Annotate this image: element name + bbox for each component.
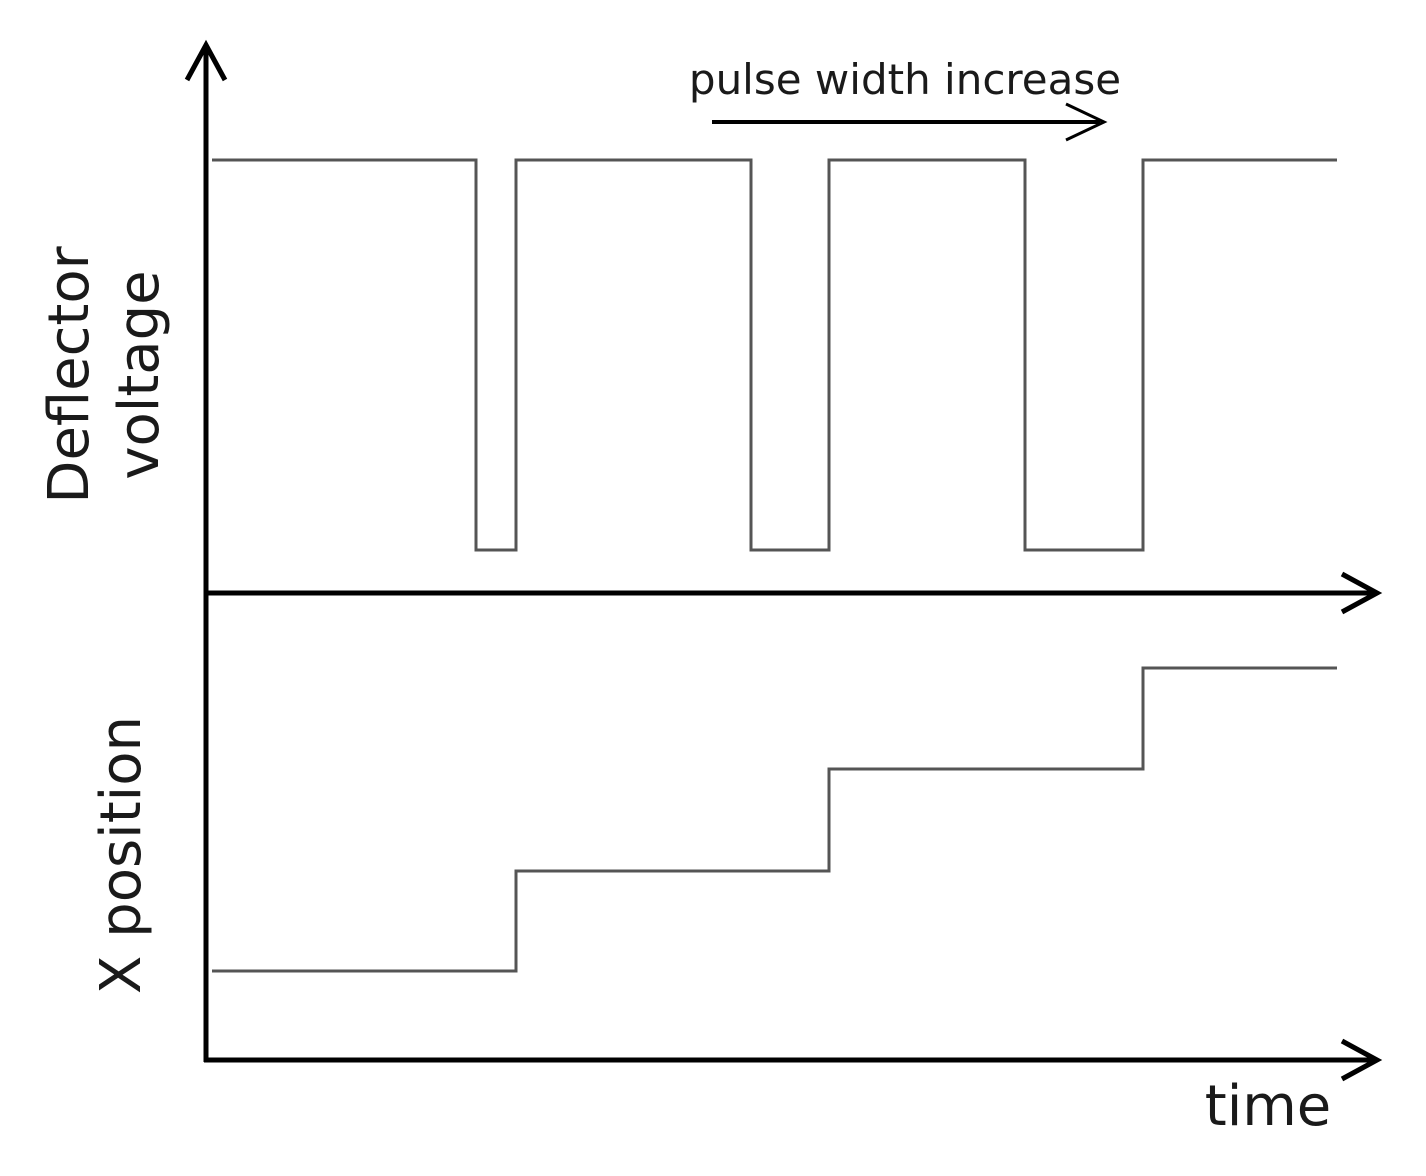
vertical-axis-arrowhead	[184, 39, 228, 82]
upper-horizontal-axis-arrowhead	[1340, 571, 1383, 615]
upper-y-axis-label-line1: Deflector	[37, 245, 102, 503]
lower-y-axis-label: X position	[89, 716, 154, 994]
x-axis-label: time	[1205, 1074, 1332, 1139]
x-position-signal	[212, 666, 1337, 973]
lower-horizontal-axis-arrowhead	[1340, 1038, 1383, 1082]
deflector-voltage-signal	[212, 158, 1337, 552]
upper-y-axis-label-line2: voltage	[107, 270, 172, 479]
pulse-width-label: pulse width increase	[689, 55, 1121, 104]
pulse-width-arrow-head	[1065, 102, 1108, 142]
